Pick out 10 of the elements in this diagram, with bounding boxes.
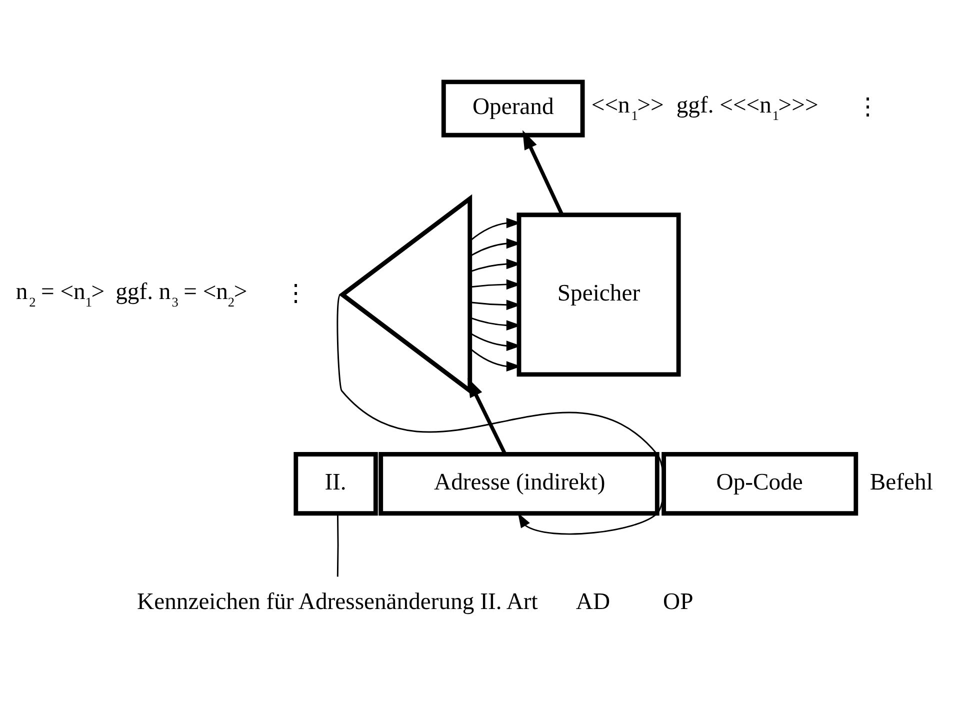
- label: OP: [663, 589, 694, 616]
- label: ggf. n$_{3}$ = <n$_{2}$>: [116, 278, 248, 310]
- label: AD: [576, 589, 610, 616]
- label: ⋮: [284, 280, 308, 306]
- label: Befehl: [870, 469, 933, 496]
- label: ggf. <<<n$_{1}$>>>: [676, 92, 818, 124]
- label: ⋮: [856, 94, 880, 120]
- node-text: Kennzeichen für Adressenänderung II. Art: [137, 589, 538, 616]
- label: <<n$_{1}$>>: [591, 92, 664, 124]
- label: n$_{2}$ = <n$_{1}$>: [16, 278, 105, 310]
